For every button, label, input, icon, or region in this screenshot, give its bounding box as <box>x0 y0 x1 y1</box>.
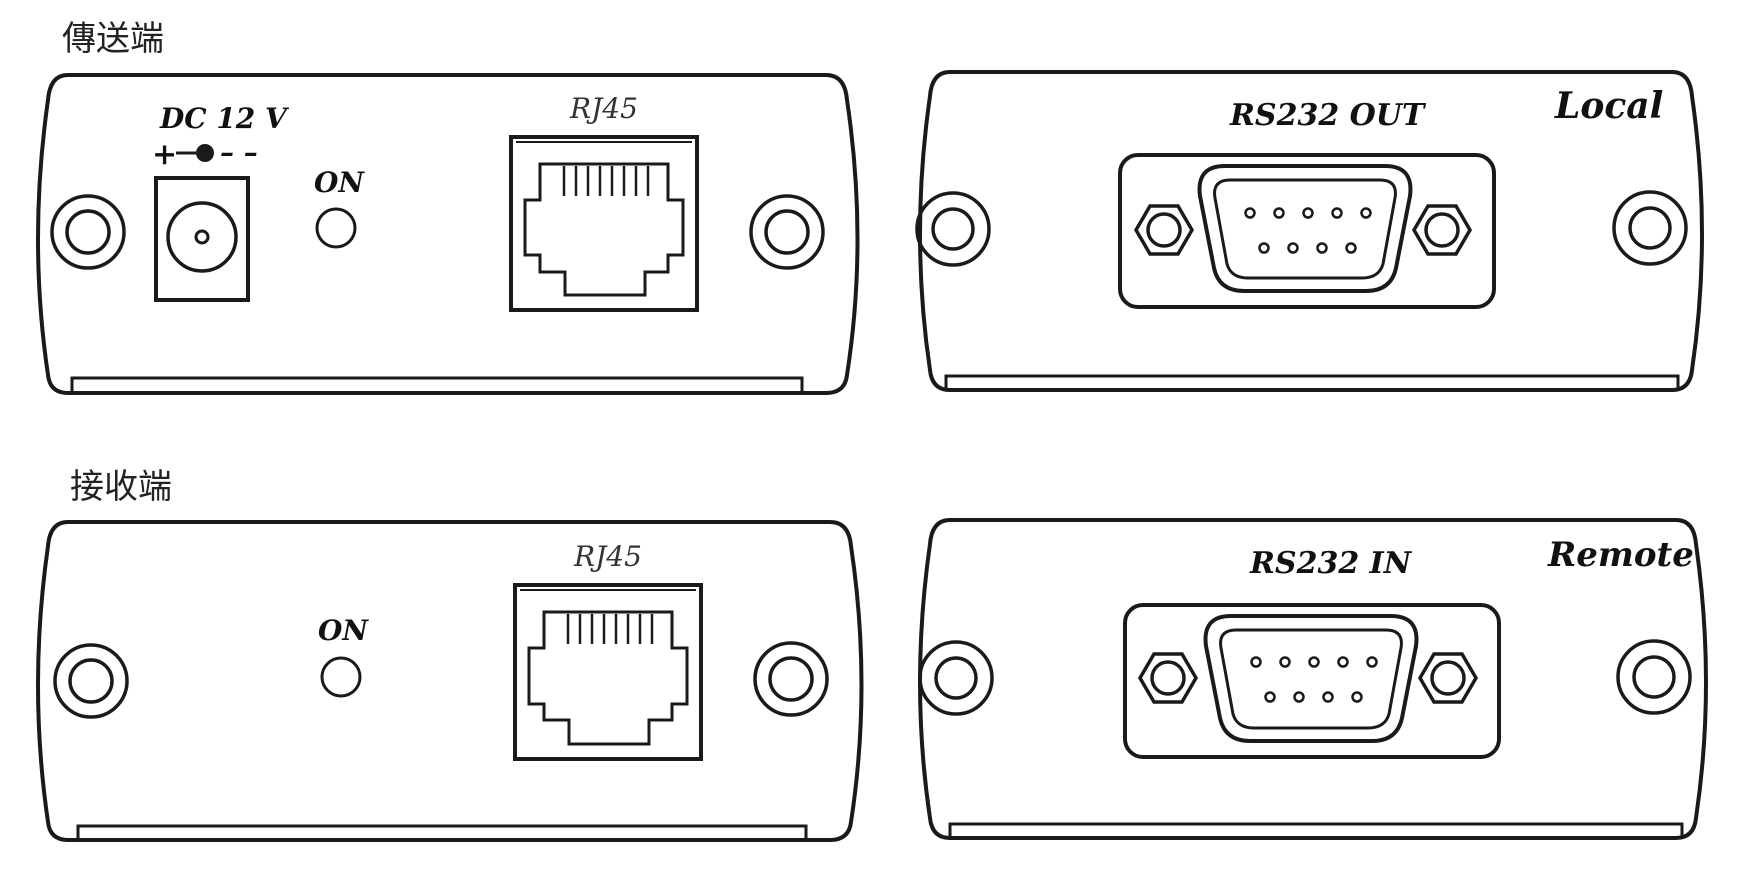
polarity-center-dot <box>196 144 214 162</box>
led-label: ON <box>318 614 369 647</box>
screw-icon <box>915 191 991 267</box>
rj45-label: RJ45 <box>573 540 642 573</box>
receiver-section-title: 接收端 <box>70 467 172 507</box>
screw-icon <box>1616 639 1692 715</box>
dc-voltage-label: DC 12 V <box>159 102 290 135</box>
polarity-plus: + <box>152 137 177 172</box>
rs232-port-label: RS232 IN <box>1249 546 1413 581</box>
led-label: ON <box>314 166 365 199</box>
power-led-icon <box>315 207 357 249</box>
rs232-port-label: RS232 OUT <box>1229 98 1427 133</box>
screw-icon <box>50 194 126 270</box>
corner-label: Remote <box>1547 535 1694 575</box>
transmitter-front-panel: DC 12 V + – – ON RJ45 <box>36 73 860 395</box>
screw-icon <box>749 194 825 270</box>
power-led-icon <box>320 656 362 698</box>
rj45-label: RJ45 <box>569 92 638 125</box>
dc-power-jack-icon <box>154 176 250 302</box>
screw-icon <box>53 643 129 719</box>
db9-connector-icon <box>1118 153 1496 309</box>
corner-label: Local <box>1554 85 1663 127</box>
transmitter-back-panel: RS232 OUT Local <box>915 70 1704 392</box>
rj45-port-icon <box>509 135 699 312</box>
rj45-port-icon <box>513 583 703 761</box>
db9-connector-icon <box>1123 603 1501 759</box>
transmitter-section-title: 傳送端 <box>62 19 164 59</box>
screw-icon <box>753 641 829 717</box>
screw-icon <box>918 640 994 716</box>
receiver-back-panel: RS232 IN Remote <box>918 518 1708 840</box>
receiver-front-panel: ON RJ45 <box>36 520 864 842</box>
polarity-symbol: + – – <box>152 136 258 172</box>
polarity-minus: – – <box>220 136 258 169</box>
screw-icon <box>1612 190 1688 266</box>
